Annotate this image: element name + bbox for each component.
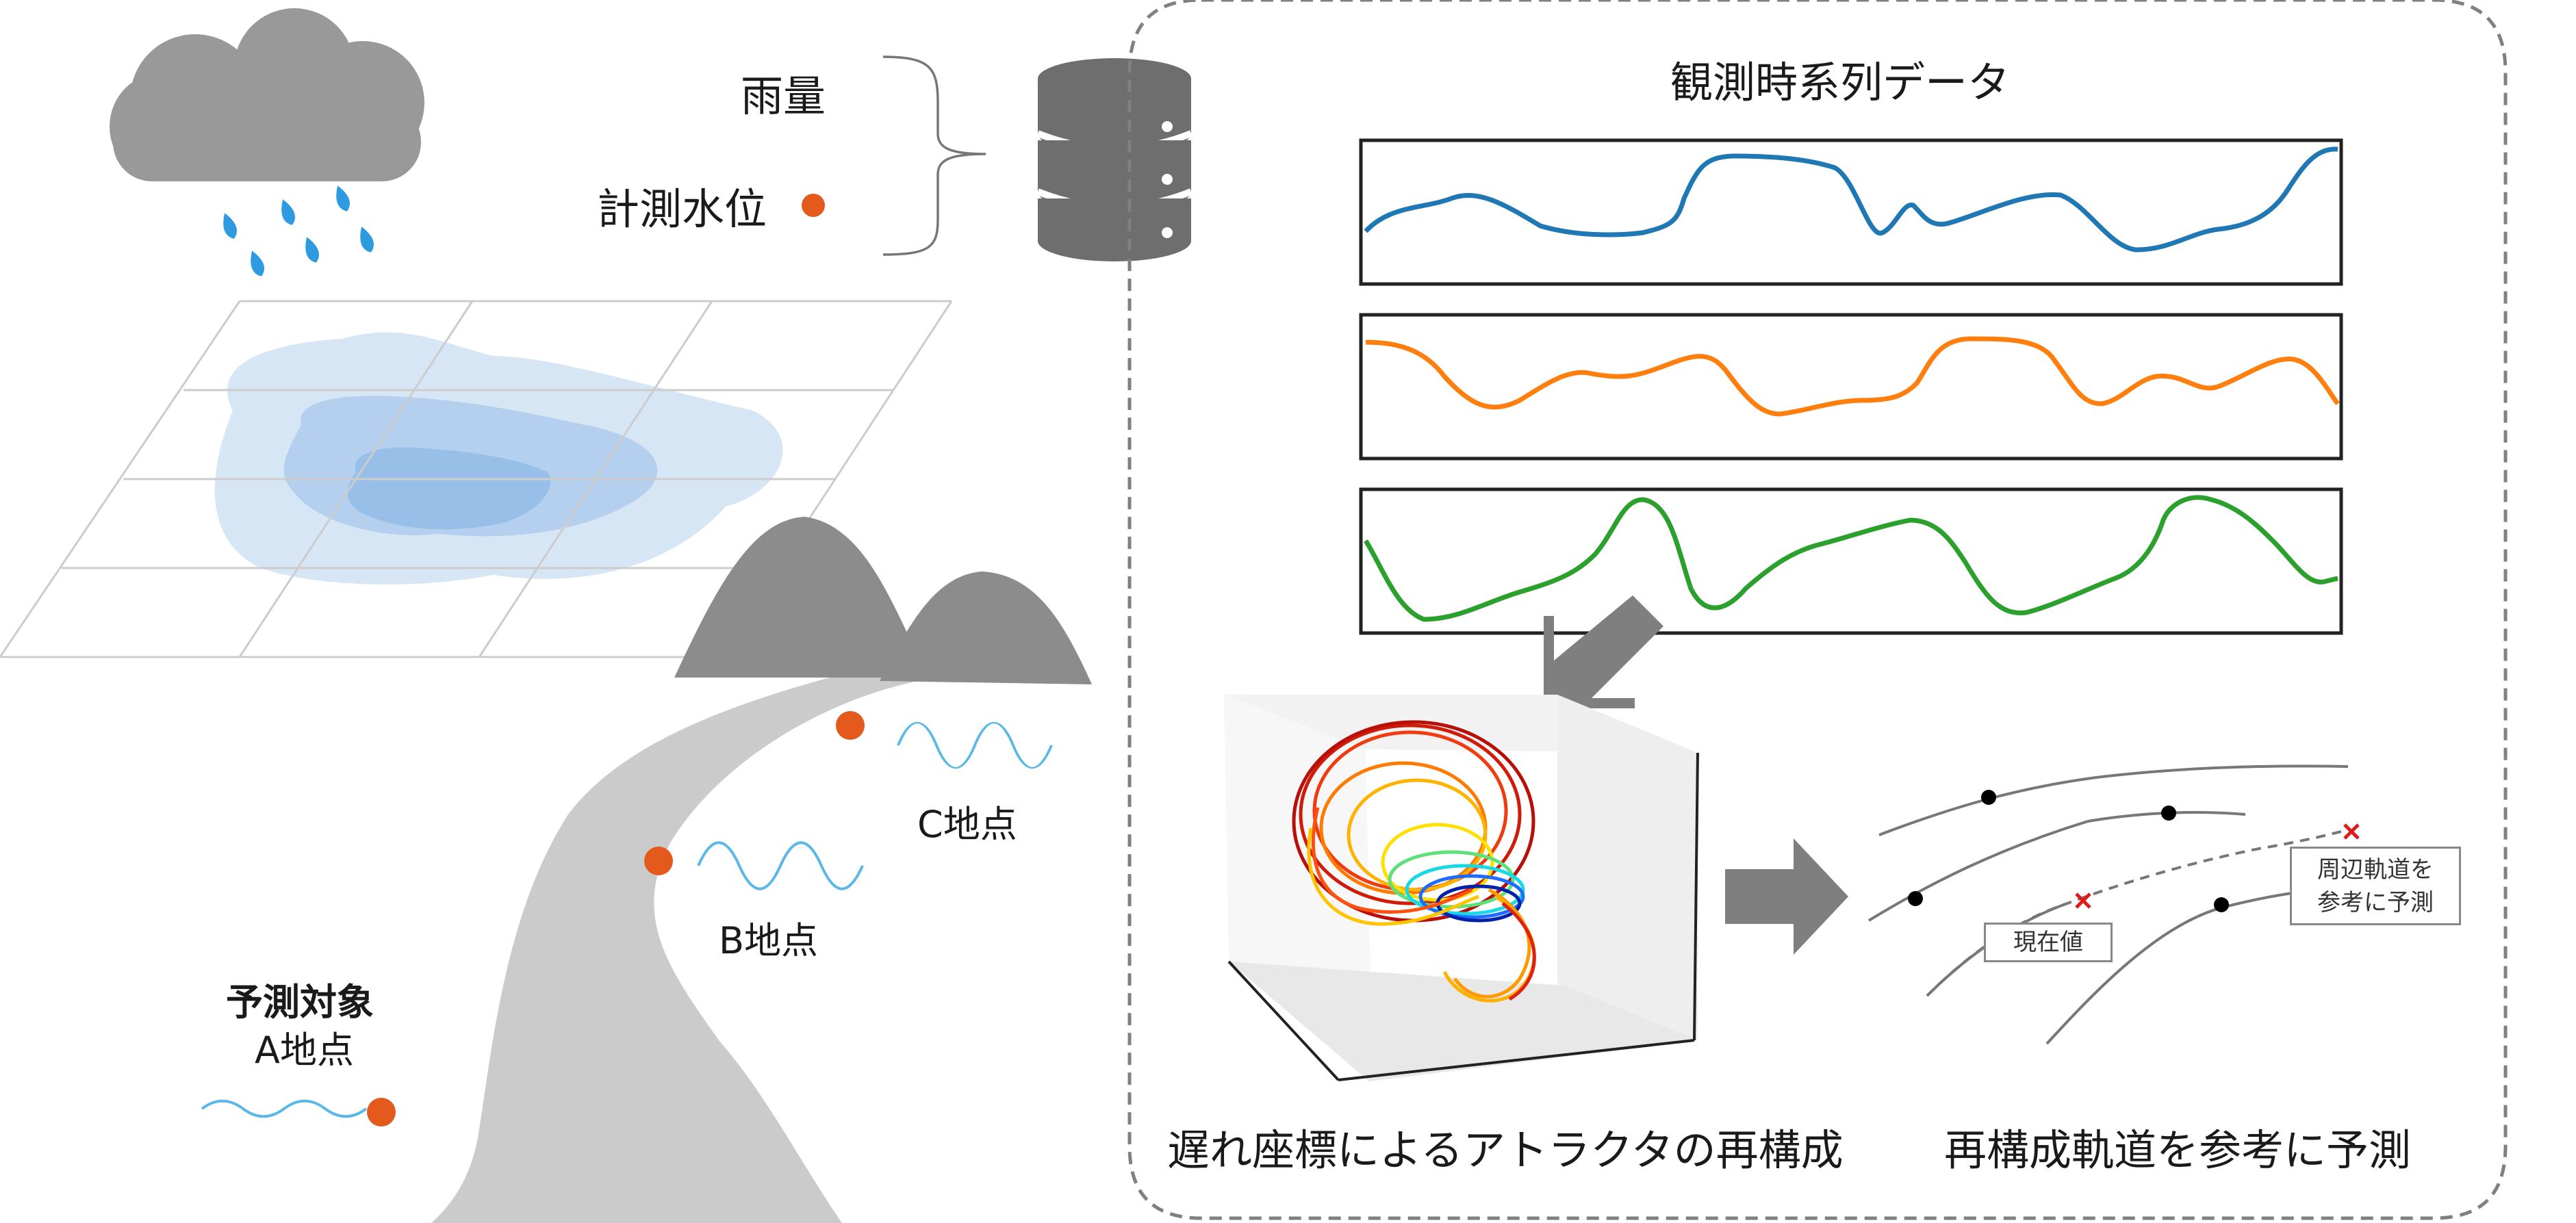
neighbor-label-line1: 周辺軌道を xyxy=(2317,853,2434,886)
rain-drops xyxy=(219,183,377,279)
reconstruction-caption: 遅れ座標によるアトラクタの再構成 xyxy=(1167,1116,1844,1177)
arrow-icon xyxy=(1725,838,1848,955)
timeseries-blue xyxy=(1361,140,2341,284)
cross-icon xyxy=(2345,825,2358,838)
timeseries-green xyxy=(1361,489,2341,633)
station-a-wave xyxy=(202,1101,366,1117)
attractor-plot xyxy=(1224,695,1698,1081)
current-value-label: 現在値 xyxy=(2013,926,2083,959)
rain-drop-icon xyxy=(356,224,377,255)
rain-drop-icon xyxy=(219,211,240,241)
river xyxy=(431,657,938,1223)
mountains xyxy=(674,517,1092,684)
neighbor-label-line2: 参考に予測 xyxy=(2317,886,2434,919)
timeseries-orange xyxy=(1361,315,2341,459)
rain-label: 雨量 xyxy=(741,62,826,123)
prediction-caption: 再構成軌道を参考に予測 xyxy=(1944,1116,2411,1177)
station-a-label: A地点 xyxy=(255,1020,354,1074)
database-icon xyxy=(1038,58,1191,261)
timeseries-title: 観測時系列データ xyxy=(1670,48,2010,110)
prediction-trajectories xyxy=(1869,766,2348,1044)
station-b-label: B地点 xyxy=(719,910,818,964)
rain-drop-icon xyxy=(277,197,298,227)
station-c-label: C地点 xyxy=(917,794,1017,848)
station-a-marker[interactable] xyxy=(367,1098,396,1127)
input-brace xyxy=(883,57,986,255)
station-c-wave xyxy=(898,723,1051,768)
rain-drop-icon xyxy=(332,183,353,214)
water-level-marker xyxy=(802,194,825,217)
rain-drop-icon xyxy=(246,248,268,279)
cloud-icon xyxy=(110,8,424,181)
rain-drop-icon xyxy=(301,235,322,265)
station-b-marker[interactable] xyxy=(644,847,673,875)
neighbor-trajectory-box: 周辺軌道を 参考に予測 xyxy=(2290,847,2461,925)
prediction-target-label: 予測対象 xyxy=(226,972,374,1026)
water-level-label: 計測水位 xyxy=(597,175,767,236)
station-b-wave xyxy=(698,842,863,889)
current-value-box: 現在値 xyxy=(1984,923,2113,962)
station-c-marker[interactable] xyxy=(836,711,865,740)
